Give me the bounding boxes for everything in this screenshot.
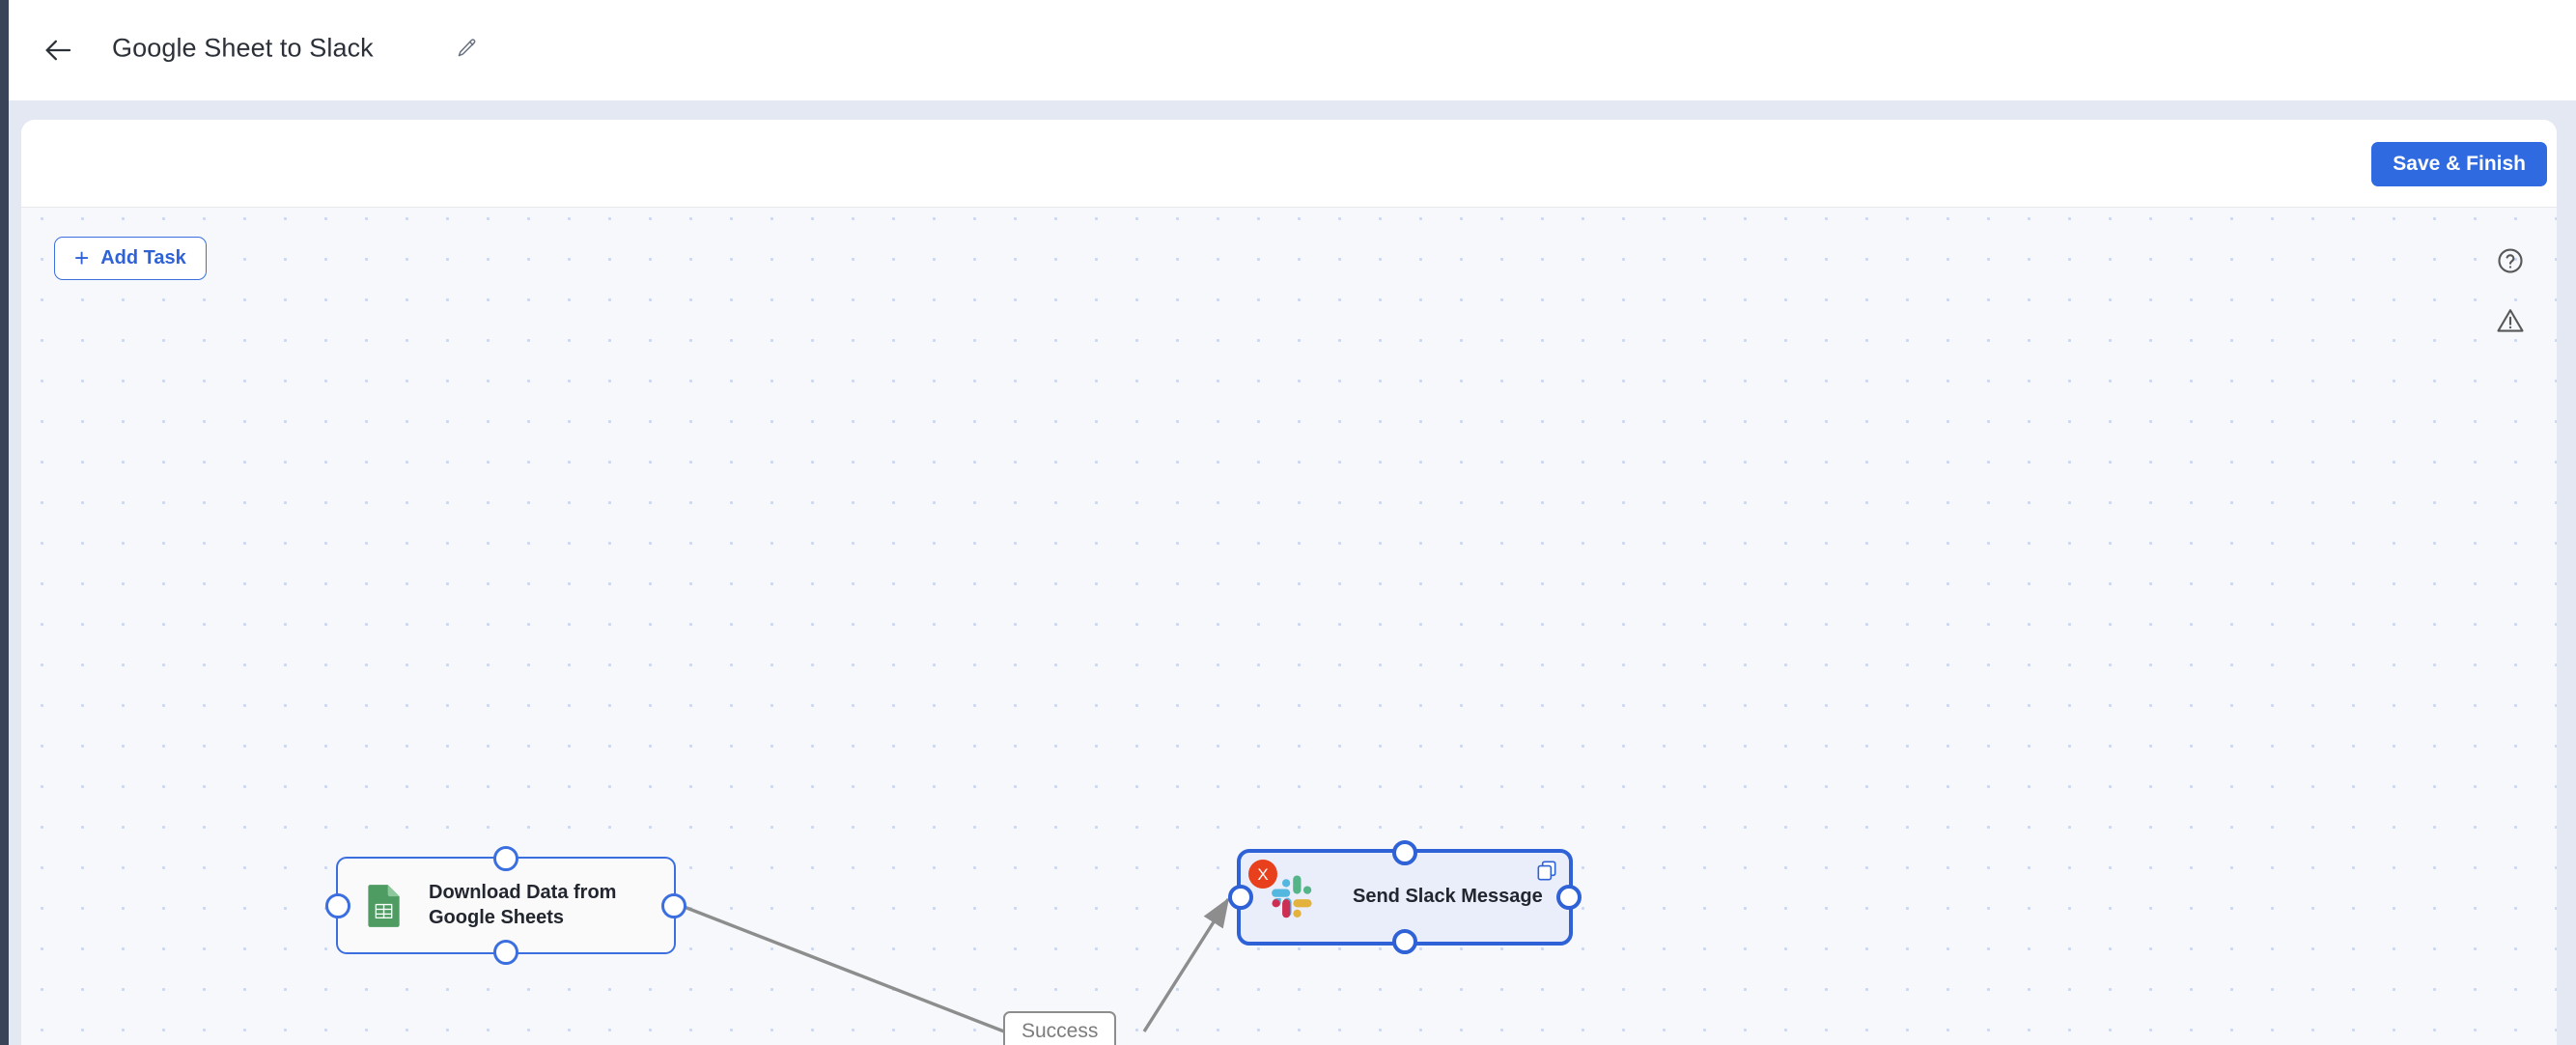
- flow-graph: Success: [21, 208, 2557, 1045]
- handle-top[interactable]: [1392, 840, 1417, 865]
- warnings-button[interactable]: [2491, 303, 2530, 342]
- handle-left[interactable]: [325, 892, 350, 918]
- delete-node-button[interactable]: X: [1248, 860, 1277, 889]
- node-label: Download Data from Google Sheets: [429, 881, 617, 928]
- save-and-finish-button[interactable]: Save & Finish: [2371, 142, 2547, 186]
- edge-segment-left: [681, 904, 1005, 1033]
- google-sheets-icon: [357, 880, 409, 932]
- pencil-icon: [455, 37, 478, 65]
- handle-bottom[interactable]: [1392, 929, 1417, 954]
- handle-right[interactable]: [1556, 885, 1582, 910]
- flow-canvas[interactable]: + Add Task: [21, 208, 2557, 1045]
- warning-icon: [2496, 306, 2525, 340]
- duplicate-node-button[interactable]: [1532, 859, 1561, 888]
- editor-toolbar: Save & Finish: [21, 120, 2557, 208]
- flow-editor-card: Save & Finish + Add Task: [21, 120, 2557, 1045]
- edge-label-success[interactable]: Success: [1003, 1011, 1117, 1045]
- handle-bottom[interactable]: [493, 940, 518, 965]
- help-button[interactable]: [2491, 243, 2530, 282]
- canvas-tools: [2491, 243, 2530, 342]
- node-label: Send Slack Message: [1353, 886, 1543, 908]
- edge-segment-right: [1142, 897, 1230, 1032]
- page-title: Google Sheet to Slack: [112, 33, 374, 63]
- edit-title-button[interactable]: [448, 32, 485, 69]
- node-download-google-sheets[interactable]: Download Data from Google Sheets: [325, 846, 686, 965]
- app-header: Google Sheet to Slack: [9, 0, 2576, 100]
- help-icon: [2496, 246, 2525, 280]
- add-task-label: Add Task: [100, 247, 186, 268]
- plus-icon: +: [74, 242, 90, 272]
- node-send-slack-message[interactable]: X: [1228, 840, 1582, 954]
- handle-top[interactable]: [493, 846, 518, 871]
- handle-left[interactable]: [1228, 885, 1253, 910]
- slack-icon: [1268, 871, 1320, 923]
- arrow-left-icon: [42, 34, 74, 67]
- left-rail: [0, 0, 9, 1045]
- back-button[interactable]: [33, 25, 83, 75]
- copy-icon: [1534, 859, 1559, 889]
- handle-right[interactable]: [661, 892, 686, 918]
- add-task-button[interactable]: + Add Task: [54, 237, 207, 280]
